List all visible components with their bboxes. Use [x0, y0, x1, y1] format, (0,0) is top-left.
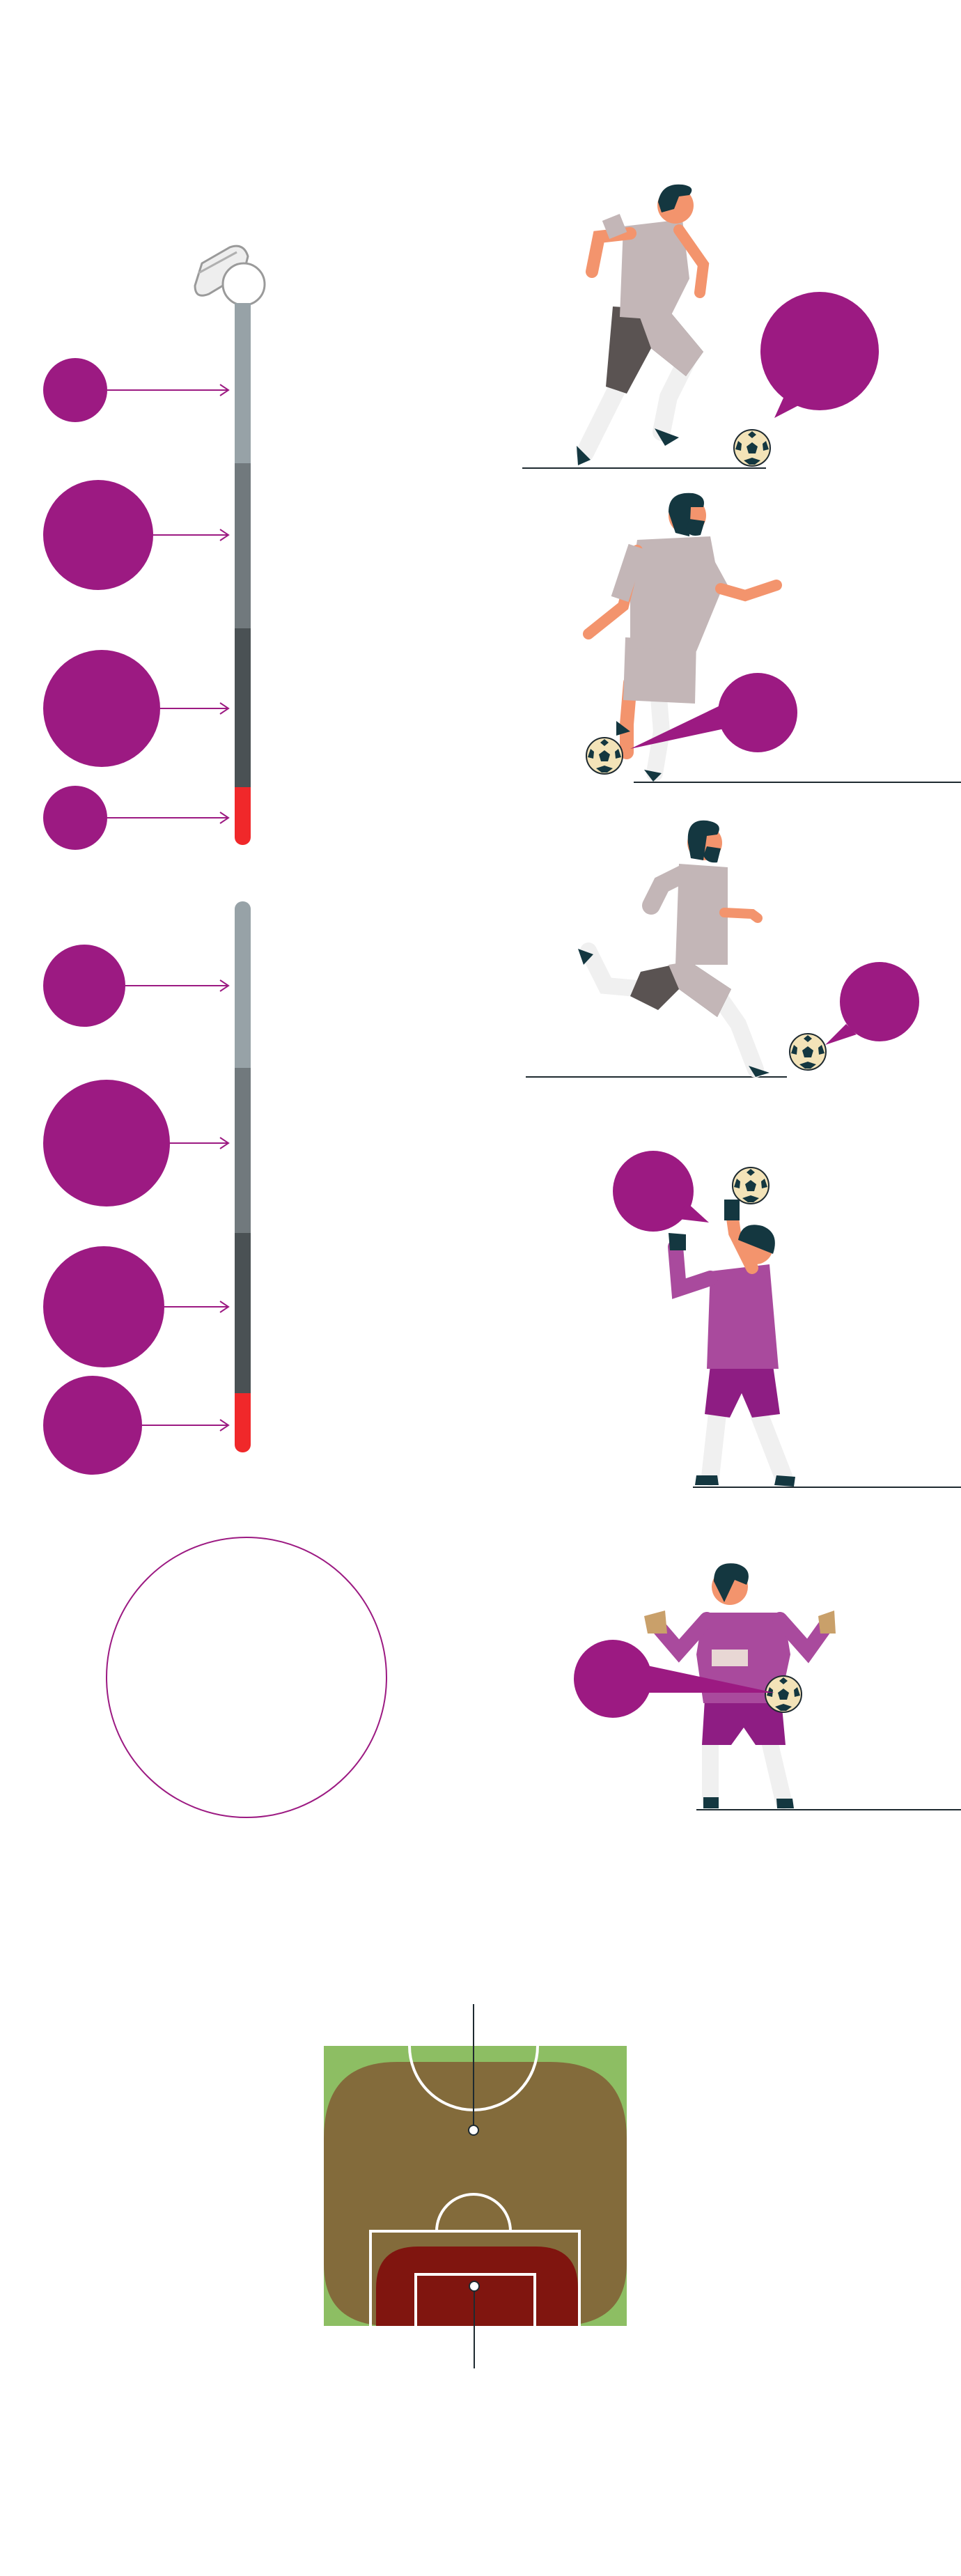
goalkeeper-saving: [574, 1563, 961, 1810]
player-kicking: [526, 820, 919, 1078]
pitch-diagram: [324, 2004, 627, 2368]
marker-3: [43, 650, 230, 767]
marker-4: [43, 786, 230, 850]
marker-4: [43, 1376, 230, 1475]
soccer-ball-icon: [732, 1167, 769, 1204]
marker-3: [43, 1246, 230, 1367]
soccer-ball-icon: [733, 429, 771, 467]
speech-bubble-icon: [613, 1151, 709, 1232]
timeline-1: [43, 245, 266, 850]
player-dribbling: [583, 492, 961, 783]
marker-2: [43, 480, 230, 590]
soccer-ball-icon: [789, 1033, 827, 1071]
timeline-2: [43, 901, 251, 1475]
timeline-bar: [235, 901, 251, 1452]
marker-2: [43, 1080, 230, 1206]
whistle-icon: [194, 245, 266, 307]
outline-circle: [106, 1537, 387, 1818]
marker-1: [43, 358, 230, 422]
soccer-ball-icon: [586, 737, 623, 775]
soccer-ball-icon: [765, 1675, 802, 1713]
speech-bubble-icon: [825, 962, 919, 1045]
speech-bubble-icon: [760, 292, 879, 418]
player-sprinting: [522, 184, 879, 469]
speech-bubble-icon: [574, 1640, 774, 1718]
marker-1: [43, 945, 230, 1027]
goalkeeper-catching: [613, 1151, 961, 1488]
speech-bubble-icon: [630, 673, 797, 752]
timeline-bar: [235, 303, 251, 845]
